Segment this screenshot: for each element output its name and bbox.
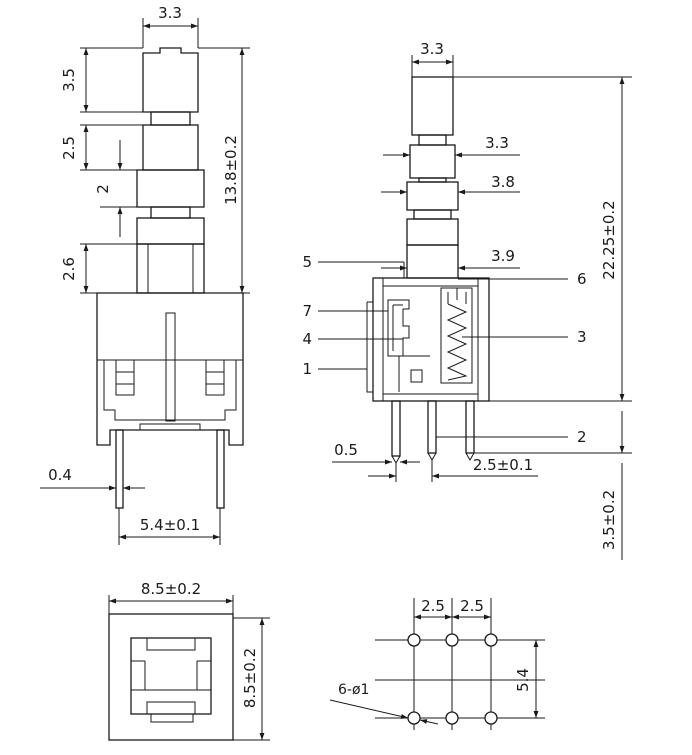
front-total-height-label: 13.8±0.2: [222, 135, 240, 205]
front-top-width-label: 3.3: [158, 4, 182, 22]
pcb-holes-label: 6-ø1: [338, 682, 369, 698]
front-dim-35-label: 3.5: [60, 68, 78, 92]
front-plunger-base: [136, 243, 205, 294]
bottom-view: 8.5±0.2 8.5±0.2: [108, 580, 270, 741]
front-view: 3.3 3.5 2.5 2 2.6 13.8±0.2 0.4 5.4±0.1: [40, 4, 250, 545]
side-pin-2: [427, 400, 437, 454]
side-total-height-label: 22.25±0.2: [600, 200, 618, 279]
bottom-body: [108, 613, 234, 741]
front-neck-2: [150, 206, 191, 219]
bottom-height-label: 8.5±0.2: [241, 648, 259, 708]
front-collar: [136, 169, 205, 208]
bottom-width-label: 8.5±0.2: [141, 580, 201, 598]
pcb-hole: [484, 633, 498, 647]
front-pin-width-label: 0.4: [48, 466, 72, 484]
pcb-pitch-a-label: 2.5: [421, 597, 445, 615]
side-w38-label: 3.8: [491, 173, 515, 191]
front-dim-26-label: 2.6: [60, 257, 78, 281]
pcb-hole: [407, 633, 421, 647]
side-pin-1: [391, 400, 401, 457]
side-cap: [411, 76, 454, 136]
callout-3: 3: [577, 328, 587, 346]
pcb-layout: 2.5 2.5 5.4 6-ø1: [329, 597, 545, 730]
pcb-hole: [407, 711, 421, 725]
callout-6: 6: [577, 270, 587, 288]
callout-7: 7: [302, 302, 312, 320]
callout-2: 2: [577, 428, 587, 446]
front-stem: [142, 124, 199, 171]
pcb-hole: [445, 633, 459, 647]
pcb-pitch-b-label: 2.5: [460, 597, 484, 615]
front-pin-spacing-label: 5.4±0.1: [140, 516, 200, 534]
pcb-holes: [407, 633, 498, 725]
side-w39-label: 3.9: [491, 247, 515, 265]
pcb-hole: [484, 711, 498, 725]
side-pin-3: [465, 400, 475, 454]
front-dim-2-label: 2: [94, 184, 112, 194]
side-pin-pitch-label: 2.5±0.1: [473, 456, 533, 474]
front-pin-left: [115, 429, 124, 509]
side-pin-height-label: 3.5±0.2: [600, 490, 618, 550]
pcb-hole: [445, 711, 459, 725]
side-pin-width-label: 0.5: [334, 441, 358, 459]
callout-1: 1: [302, 360, 312, 378]
front-lower-stem: [136, 217, 205, 245]
front-dim-25-label: 2.5: [60, 136, 78, 160]
front-neck: [150, 111, 191, 126]
front-cap: [142, 47, 199, 113]
pcb-row-spacing-label: 5.4: [514, 668, 532, 692]
side-view: 3.3 3.3 3.8 3.9 22.25±0.2 3.5±0.2 0.5: [302, 40, 632, 560]
front-pin-right: [216, 429, 225, 509]
side-top-width-label: 3.3: [420, 40, 444, 58]
front-body: [96, 292, 244, 446]
side-w33-label: 3.3: [485, 134, 509, 152]
callout-5: 5: [302, 253, 312, 271]
callout-4: 4: [302, 330, 312, 348]
